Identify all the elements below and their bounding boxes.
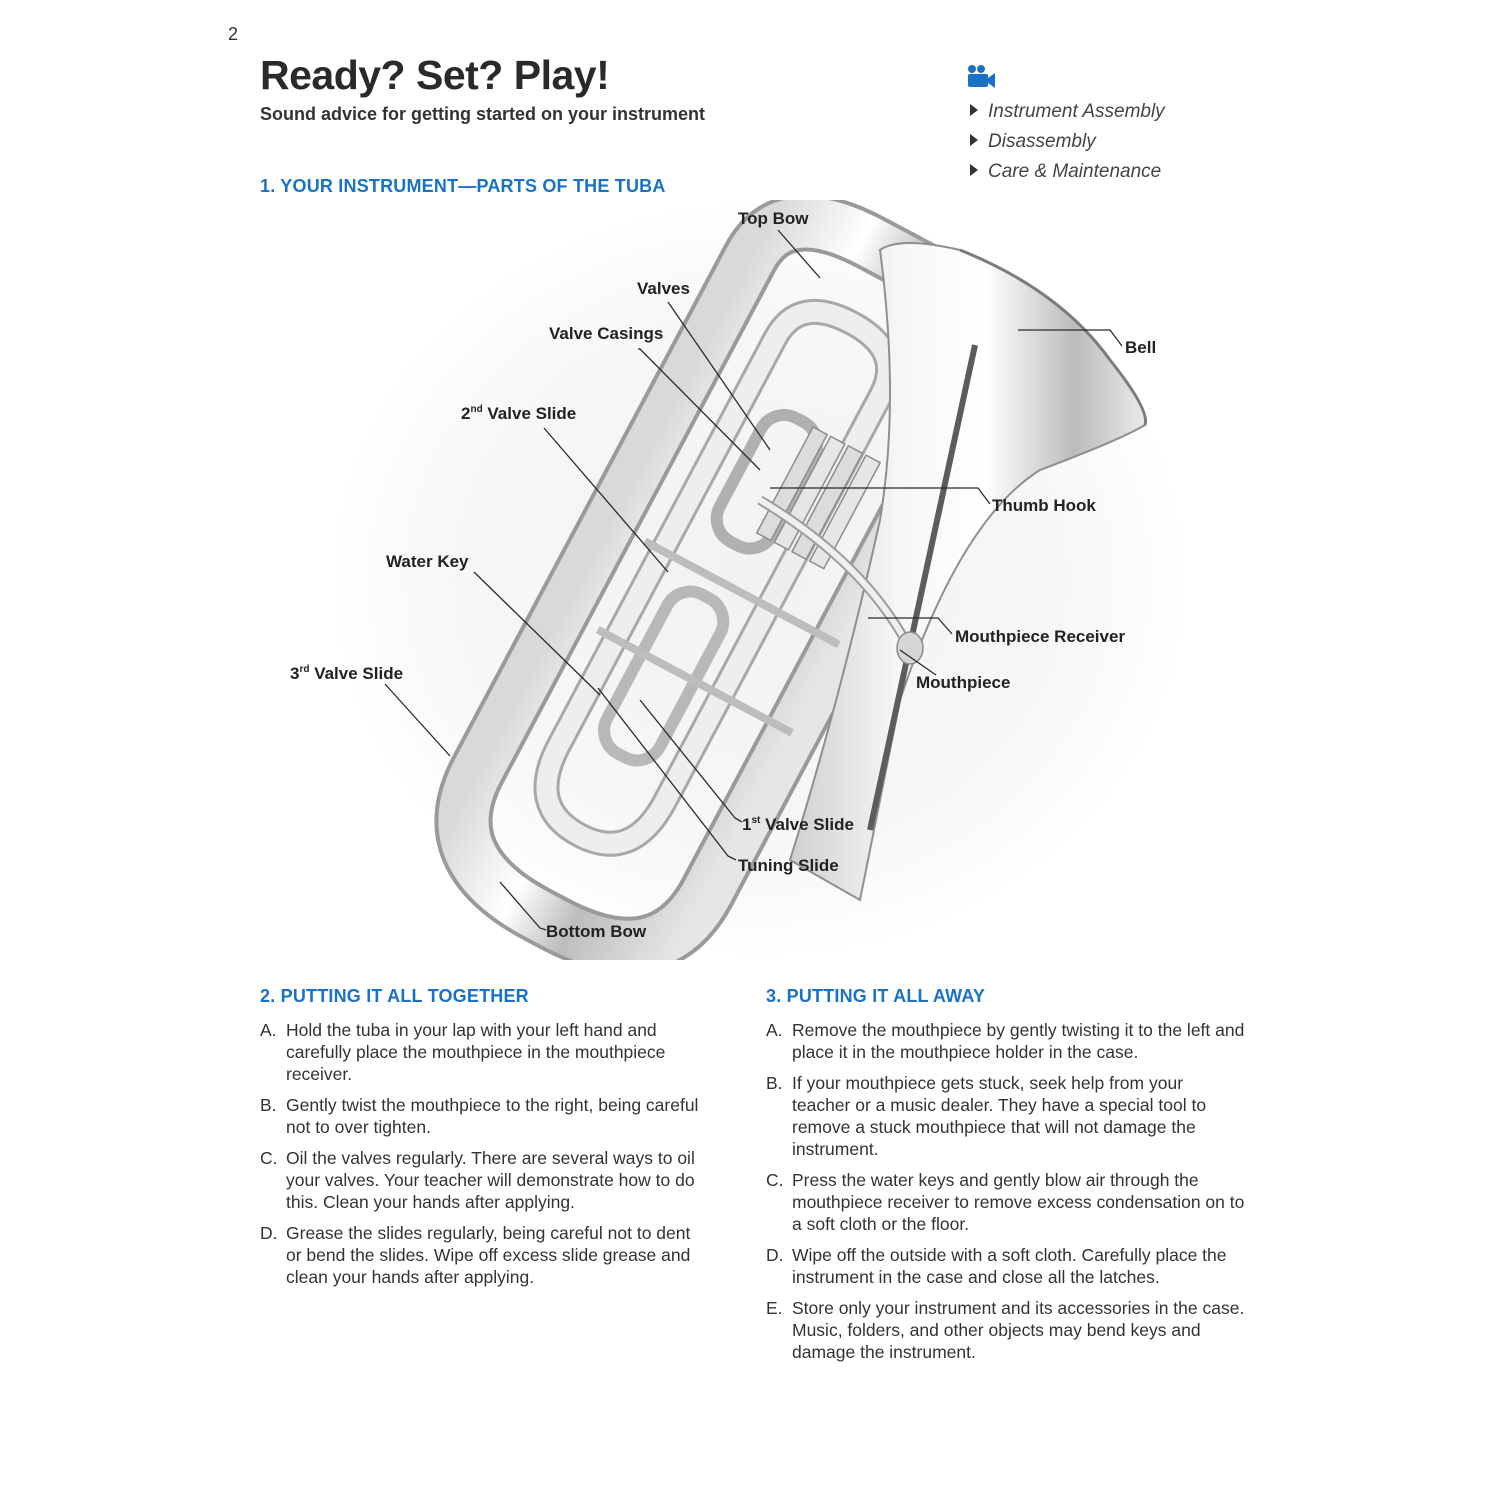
label-valve-casings: Valve Casings [549, 324, 663, 343]
list-item: A.Remove the mouthpiece by gently twisti… [766, 1020, 1245, 1062]
section2-heading: 2. PUTTING IT ALL TOGETHER [260, 986, 529, 1006]
section3-heading: 3. PUTTING IT ALL AWAY [766, 986, 986, 1006]
label-tuning-slide: Tuning Slide [738, 856, 839, 875]
video-links: Instrument Assembly Disassembly Care & M… [970, 98, 1165, 188]
label-thumb-hook: Thumb Hook [992, 496, 1096, 515]
list-item: D.Grease the slides regularly, being car… [260, 1223, 691, 1287]
label-valves: Valves [637, 279, 690, 298]
play-triangle-icon [970, 164, 978, 176]
video-camera-icon[interactable] [966, 64, 996, 90]
video-link-care[interactable]: Care & Maintenance [970, 158, 1165, 188]
mouthpiece-shape [896, 631, 924, 665]
video-link-assembly[interactable]: Instrument Assembly [970, 98, 1165, 128]
section2-list: A.Hold the tuba in your lap with your le… [260, 1019, 710, 1288]
page-title: Ready? Set? Play! [260, 52, 610, 98]
label-mouthpiece-receiver: Mouthpiece Receiver [955, 627, 1125, 646]
label-bottom-bow: Bottom Bow [546, 922, 647, 941]
list-item: E.Store only your instrument and its acc… [766, 1298, 1245, 1362]
list-item: B.Gently twist the mouthpiece to the rig… [260, 1095, 699, 1137]
play-triangle-icon [970, 134, 978, 146]
label-2nd-valve-slide: 2nd Valve Slide [461, 404, 576, 423]
section1-heading: 1. YOUR INSTRUMENT—PARTS OF THE TUBA [260, 176, 666, 196]
list-item: B.If your mouthpiece gets stuck, seek he… [766, 1073, 1207, 1159]
play-triangle-icon [970, 104, 978, 116]
label-water-key: Water Key [386, 552, 469, 571]
list-item: D.Wipe off the outside with a soft cloth… [766, 1245, 1227, 1287]
label-3rd-valve-slide: 3rd Valve Slide [290, 664, 403, 683]
section-putting-together: 2. PUTTING IT ALL TOGETHER A.Hold the tu… [260, 986, 710, 1297]
list-item: C.Oil the valves regularly. There are se… [260, 1148, 695, 1212]
page-subtitle: Sound advice for getting started on your… [260, 104, 706, 124]
label-top-bow: Top Bow [738, 209, 809, 228]
label-mouthpiece: Mouthpiece [916, 673, 1010, 692]
list-item: A.Hold the tuba in your lap with your le… [260, 1020, 666, 1084]
tuba-diagram: Top Bow Valves Valve Casings 2nd Valve S… [290, 200, 1180, 960]
tuba-bell [788, 242, 1148, 902]
section-putting-away: 3. PUTTING IT ALL AWAY A.Remove the mout… [766, 986, 1246, 1372]
label-1st-valve-slide: 1st Valve Slide [742, 815, 854, 834]
list-item: C.Press the water keys and gently blow a… [766, 1170, 1245, 1234]
section3-list: A.Remove the mouthpiece by gently twisti… [766, 1019, 1246, 1363]
label-bell: Bell [1125, 338, 1156, 357]
page-number: 2 [228, 24, 239, 44]
video-link-disassembly[interactable]: Disassembly [970, 128, 1165, 158]
